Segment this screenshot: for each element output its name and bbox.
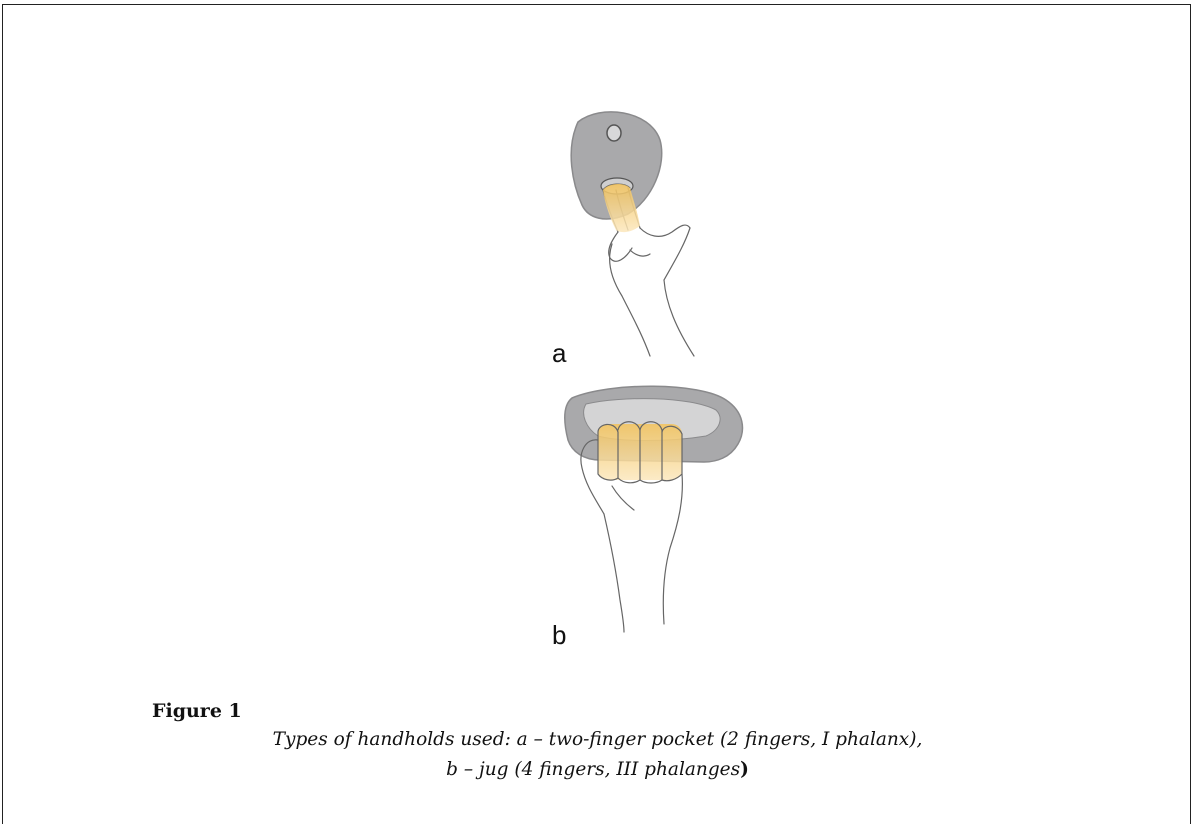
handholds-illustration	[0, 0, 1195, 805]
caption-closing-paren: )	[740, 759, 749, 780]
panel-label-b: b	[552, 622, 566, 648]
figure-caption-line-2: b – jug (4 fingers, III phalanges)	[0, 755, 1195, 785]
caption-line-2-text: b – jug (4 fingers, III phalanges	[446, 759, 740, 780]
figure-title: Figure 1	[152, 700, 242, 722]
panel-label-a: a	[552, 340, 566, 366]
figure-caption-line-1: Types of handholds used: a – two-finger …	[0, 725, 1195, 755]
